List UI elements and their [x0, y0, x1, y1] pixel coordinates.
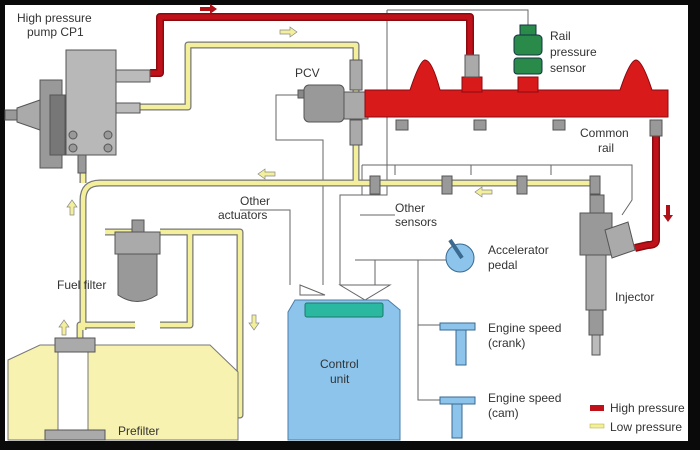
arrow-left-icon — [474, 186, 493, 198]
return-connectors — [369, 175, 601, 195]
label-other-sensors: sensors — [395, 215, 437, 229]
label-accelerator: pedal — [488, 258, 517, 272]
label-common-rail: Common — [580, 126, 629, 140]
arrow-up-icon — [66, 199, 78, 216]
label-rail-sensor: sensor — [550, 61, 586, 75]
arrow-right-icon — [200, 4, 217, 14]
label-control-unit: Control — [320, 357, 359, 371]
legend-swatch-high — [590, 405, 604, 411]
label-pump: pump CP1 — [27, 25, 84, 39]
label-other-sensors: Other — [395, 201, 425, 215]
label-cam: Engine speed — [488, 391, 561, 405]
label-other-actuators: Other — [240, 194, 270, 208]
label-prefilter: Prefilter — [118, 424, 159, 438]
label-other-actuators: actuators — [218, 208, 267, 222]
label-injector: Injector — [615, 290, 654, 304]
label-crank: (crank) — [488, 336, 525, 350]
high-pressure-pump — [4, 49, 151, 174]
accelerator-pedal — [445, 238, 475, 273]
arrow-up-icon — [58, 319, 70, 336]
common-rail — [364, 54, 669, 137]
label-pump: High pressure — [17, 11, 92, 25]
label-pcv: PCV — [295, 66, 320, 80]
prefilter — [57, 351, 89, 431]
label-rail-sensor: pressure — [550, 45, 597, 59]
pcv-valve — [297, 59, 369, 146]
arrow-right-icon — [279, 26, 298, 38]
labels: High pressure pump CP1 PCV Rail pressure… — [17, 11, 654, 438]
rail-pressure-sensor — [513, 24, 543, 75]
crank-sensor — [439, 322, 476, 366]
label-rail-sensor: Rail — [550, 29, 571, 43]
arrow-left-icon — [257, 168, 276, 180]
injector — [579, 194, 636, 356]
fuel-tank — [7, 337, 239, 441]
wiring — [240, 9, 633, 401]
control-unit — [287, 284, 401, 441]
cam-sensor — [439, 396, 476, 439]
legend: High pressure Low pressure — [589, 401, 685, 434]
label-crank: Engine speed — [488, 321, 561, 335]
legend-swatch-low — [589, 423, 605, 429]
flow-arrows — [58, 4, 673, 336]
fuel-filter — [114, 219, 161, 302]
label-accelerator: Accelerator — [488, 243, 549, 257]
label-cam: (cam) — [488, 406, 519, 420]
arrow-down-icon — [663, 205, 673, 222]
label-fuel-filter: Fuel filter — [57, 278, 106, 292]
label-control-unit: unit — [330, 372, 350, 386]
arrow-down-icon — [248, 314, 260, 331]
label-common-rail: rail — [598, 141, 614, 155]
legend-label-low: Low pressure — [610, 420, 682, 434]
legend-label-high: High pressure — [610, 401, 685, 415]
